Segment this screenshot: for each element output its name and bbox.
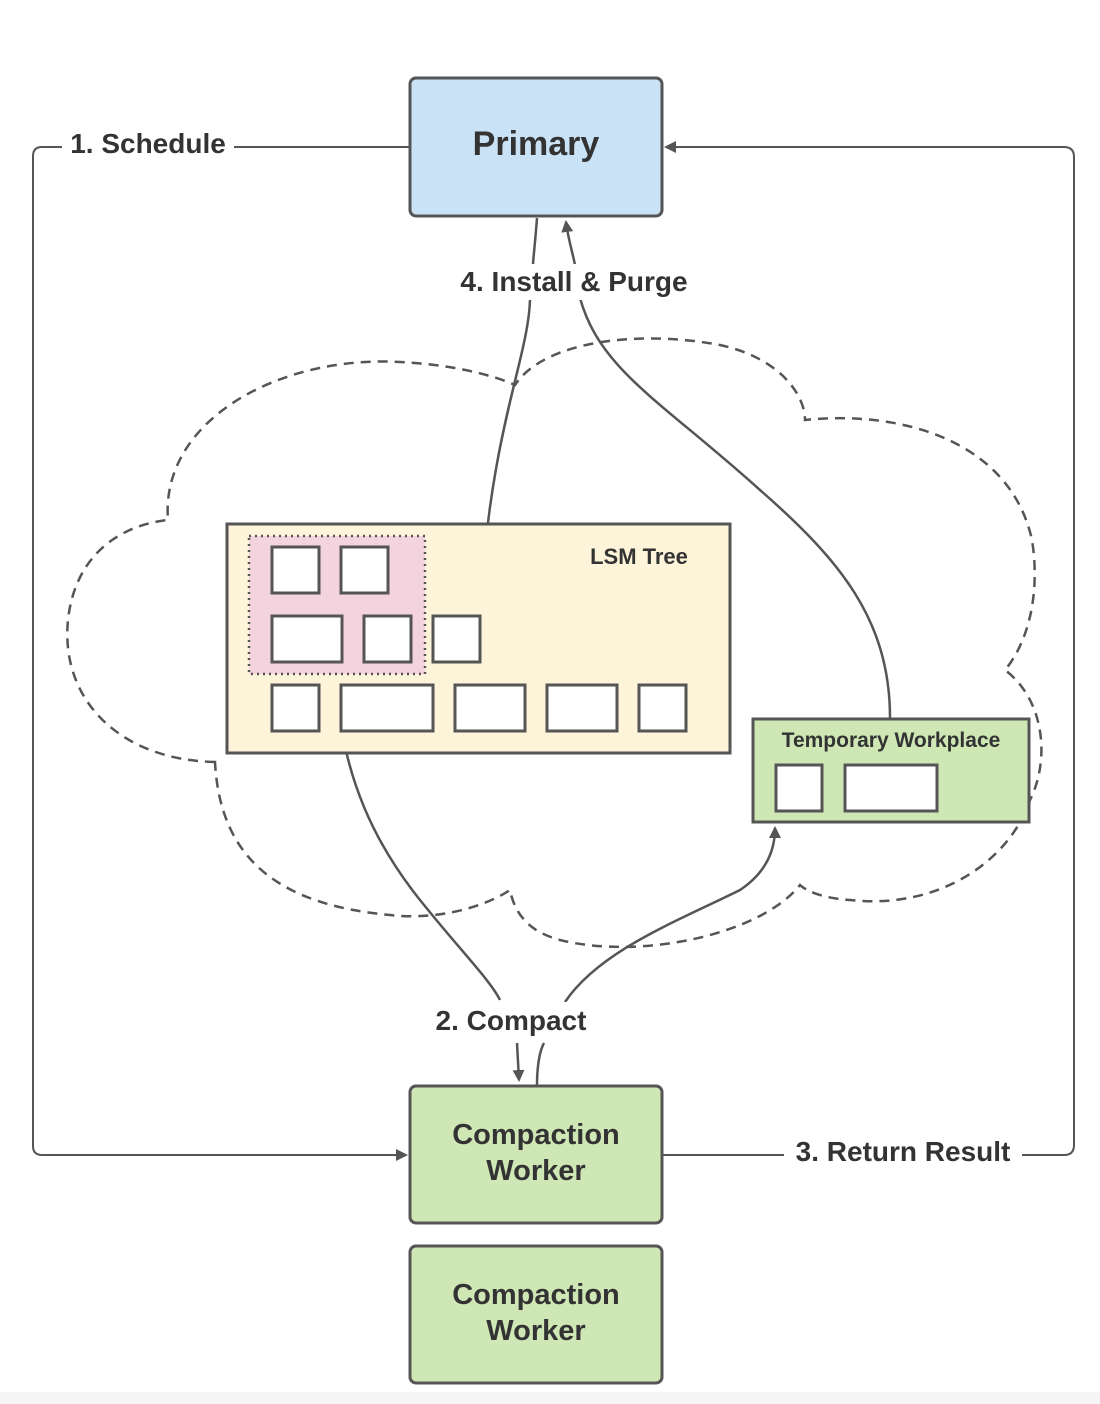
install-purge-label-bg (448, 264, 700, 300)
compaction-worker-box (408, 1244, 664, 1385)
sst-file (545, 683, 619, 733)
temporary-workplace-label: Temporary Workplace (782, 729, 1001, 752)
sst-file (270, 614, 344, 664)
temp-sst-file (843, 763, 939, 813)
lsm-tree-label: LSM Tree (590, 544, 688, 569)
schedule-label-bg (62, 126, 234, 160)
compaction-worker-label-line2: Worker (486, 1155, 585, 1187)
return-result-label: 3. Return Result (796, 1136, 1011, 1167)
sst-file (362, 614, 413, 664)
compact-label: 2. Compact (436, 1005, 587, 1036)
schedule-edge (32, 146, 410, 1161)
compaction-worker-label-line1: Compaction (452, 1119, 620, 1151)
primary-label: Primary (473, 125, 600, 163)
compaction-worker-node[interactable]: Compaction Worker (408, 1084, 664, 1225)
compact-in-arrow (512, 1042, 525, 1082)
compaction-worker-box (408, 1084, 664, 1225)
bottom-band (0, 1392, 1100, 1404)
sst-file (453, 683, 527, 733)
sst-file-installed (431, 614, 482, 664)
primary-box (408, 76, 664, 218)
compact-label-bg (426, 1002, 596, 1042)
compaction-worker-node[interactable]: Compaction Worker (408, 1244, 664, 1385)
return-result-label-bg (784, 1134, 1022, 1170)
temporary-workplace[interactable]: Temporary Workplace (751, 717, 1031, 824)
sst-file (270, 545, 321, 595)
sst-file (339, 683, 435, 733)
sst-file (637, 683, 688, 733)
sst-file (270, 683, 321, 733)
schedule-label: 1. Schedule (70, 128, 226, 159)
primary-node[interactable]: Primary (408, 76, 664, 218)
temp-sst-file (774, 763, 824, 813)
compaction-worker-label-line2: Worker (486, 1315, 585, 1347)
cloud-boundary (66, 337, 1043, 949)
sst-file (339, 545, 390, 595)
compact-out-edge (535, 828, 775, 1086)
install-purge-label: 4. Install & Purge (460, 266, 687, 297)
return-result-edge (662, 141, 1075, 1156)
purge-edge (566, 222, 892, 719)
compaction-worker-label-line1: Compaction (452, 1279, 620, 1311)
lsm-tree[interactable]: LSM Tree (225, 522, 732, 755)
